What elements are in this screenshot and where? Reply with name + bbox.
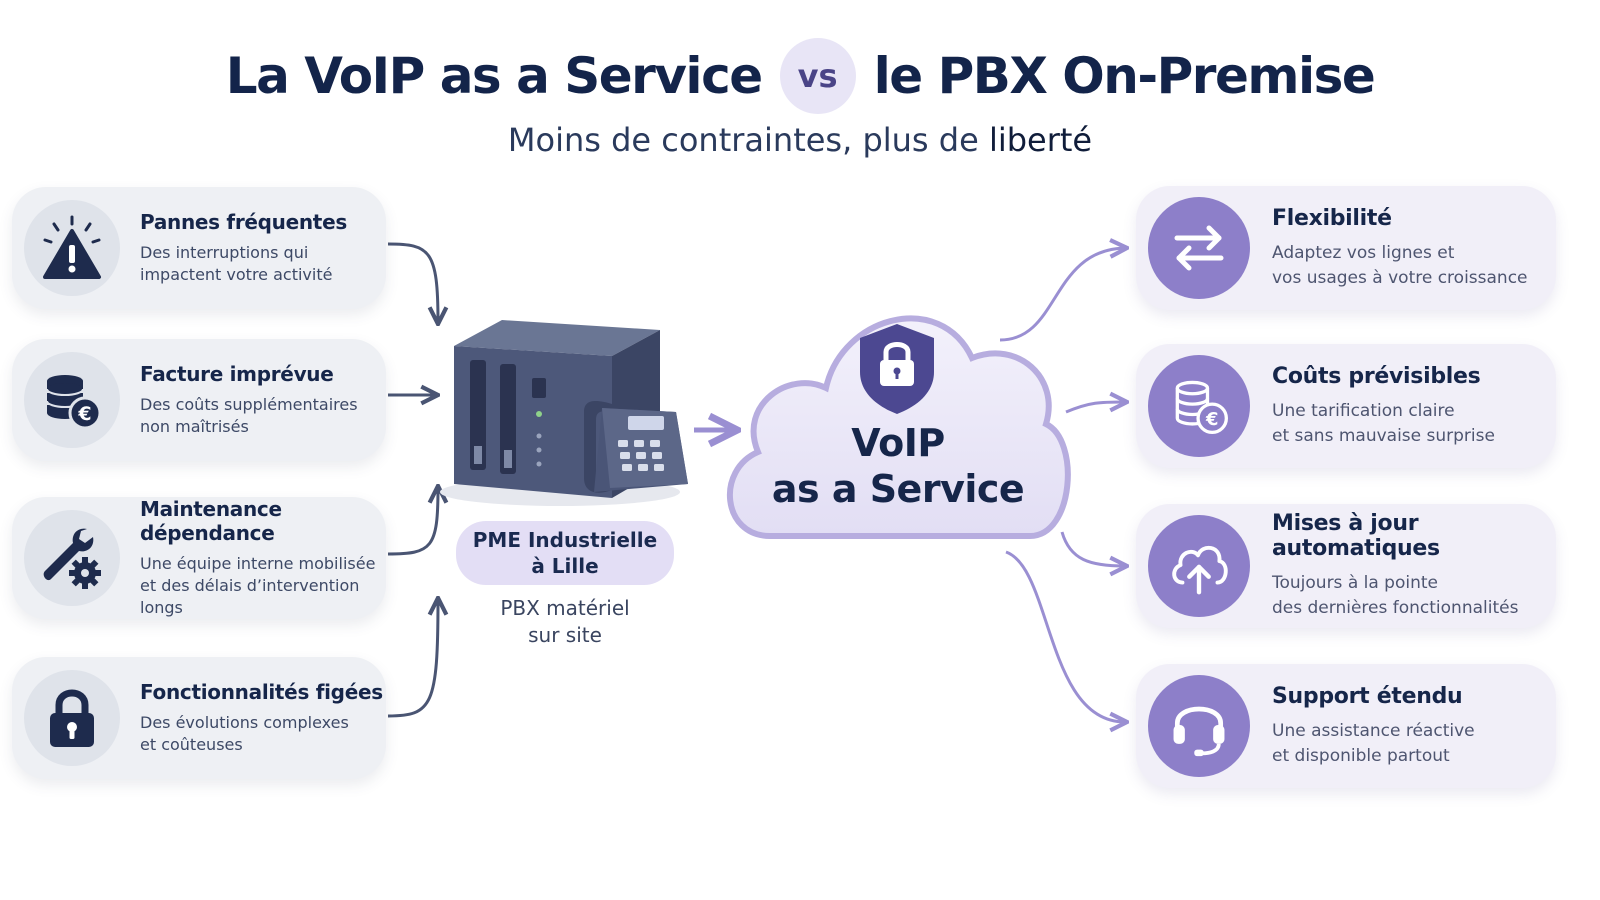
arrow-cloud-to-flexibilite	[999, 248, 1125, 342]
benefit-card-flexibilite: Flexibilité Adaptez vos lignes et vos us…	[1136, 186, 1556, 310]
cloud-shape	[726, 315, 1071, 539]
benefit-card-support: Support étendu Une assistance réactive e…	[1136, 664, 1556, 788]
page-subtitle: Moins de contraintes, plus de liberté	[0, 121, 1600, 159]
problem-card-facture: € Facture imprévue Des coûts supplémenta…	[12, 339, 386, 461]
benefit-title: Coûts prévisibles	[1272, 363, 1481, 389]
problem-title: Facture imprévue	[140, 362, 334, 386]
benefit-description: Une assistance réactive et disponible pa…	[1272, 720, 1475, 766]
arrow-cloud-to-couts	[1065, 402, 1125, 414]
benefit-title: Support étendu	[1272, 683, 1463, 709]
problem-title: Pannes fréquentes	[140, 210, 347, 234]
subtitle-prefix: Moins de contraintes, plus de	[507, 121, 979, 159]
cloud-upload-icon	[1148, 515, 1250, 617]
problem-description: Des évolutions complexes et coûteuses	[140, 713, 349, 754]
arrow-pannes-to-pbx	[387, 242, 438, 322]
cloud-label: VoIP as a Service	[771, 421, 1025, 511]
warning-icon	[24, 200, 120, 296]
pme-label: PME Industrielle à Lille	[456, 521, 674, 585]
pbx-caption: PBX matériel sur site	[500, 596, 630, 647]
benefit-description: Toujours à la pointe des dernières fonct…	[1272, 573, 1519, 618]
vs-badge: vs	[779, 38, 856, 114]
arrow-fonctionnalites-to-pbx	[387, 600, 438, 718]
problem-card-maintenance: Maintenance dépendance Une équipe intern…	[12, 497, 386, 619]
arrow-cloud-to-support	[1005, 550, 1125, 722]
page-title: La VoIP as a Service vs le PBX On-Premis…	[0, 38, 1600, 114]
benefit-title: Mises à jour automatiques	[1272, 511, 1440, 561]
wrench-gear-icon	[24, 510, 120, 606]
arrow-maintenance-to-pbx	[387, 488, 438, 556]
padlock-icon	[24, 670, 120, 766]
title-left: La VoIP as a Service	[225, 47, 763, 105]
shield-lock-icon	[860, 324, 934, 414]
headset-icon	[1148, 675, 1250, 777]
problem-title: Maintenance dépendance	[140, 497, 282, 545]
problem-description: Des coûts supplémentaires non maîtrisés	[140, 395, 358, 436]
problem-card-pannes: Pannes fréquentes Des interruptions qui …	[12, 187, 386, 309]
arrow-cloud-to-mises-a-jour	[1060, 531, 1125, 566]
pbx-server-illustration	[440, 320, 688, 506]
svg-text:€: €	[1205, 409, 1218, 430]
problem-description: Des interruptions qui impactent votre ac…	[140, 243, 333, 284]
swap-arrows-icon	[1148, 197, 1250, 299]
problem-card-fonctionnalites: Fonctionnalités figées Des évolutions co…	[12, 657, 386, 779]
benefit-card-couts: € Coûts prévisibles Une tarification cla…	[1136, 344, 1556, 468]
subtitle-emphasis: liberté	[988, 121, 1093, 159]
problem-title: Fonctionnalités figées	[140, 680, 383, 704]
problem-description: Une équipe interne mobilisée et des déla…	[140, 554, 376, 617]
benefit-description: Une tarification claire et sans mauvaise…	[1272, 400, 1495, 446]
benefit-title: Flexibilité	[1272, 205, 1392, 231]
coins-euro-icon: €	[1148, 355, 1250, 457]
title-right: le PBX On-Premise	[873, 47, 1376, 105]
svg-text:€: €	[77, 403, 91, 425]
benefit-description: Adaptez vos lignes et vos usages à votre…	[1272, 242, 1528, 288]
coins-euro-icon: €	[24, 352, 120, 448]
benefit-card-mises-a-jour: Mises à jour automatiques Toujours à la …	[1136, 504, 1556, 628]
